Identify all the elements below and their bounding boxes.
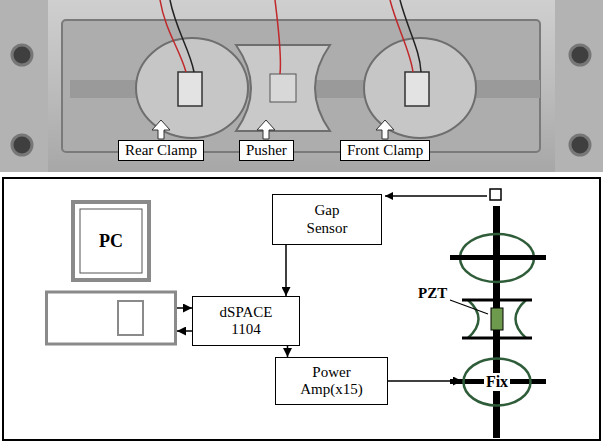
computer-icon: PC bbox=[45, 200, 177, 346]
computer-outline bbox=[45, 200, 177, 346]
signal-arrow bbox=[285, 245, 287, 296]
process-box: Power Amp(x15) bbox=[275, 357, 388, 405]
pzt-stack bbox=[270, 74, 296, 102]
bolt bbox=[12, 135, 32, 155]
bolt bbox=[12, 45, 32, 65]
wire bbox=[170, 0, 194, 72]
pusher-arc bbox=[516, 300, 527, 338]
signal-arrow bbox=[177, 307, 192, 309]
block-label: Power Amp(x15) bbox=[296, 364, 368, 399]
signal-arrow bbox=[388, 380, 462, 382]
clamp-ellipse bbox=[464, 359, 531, 406]
end-rail bbox=[555, 0, 603, 172]
end-rail bbox=[0, 0, 48, 172]
pointer-arrow bbox=[257, 120, 275, 139]
part-tag: Pusher bbox=[239, 140, 294, 161]
part-tag: Rear Clamp bbox=[118, 140, 204, 161]
rear-clamp-flexure bbox=[136, 38, 248, 138]
monitor-frame bbox=[73, 202, 149, 280]
part-name: Rear Clamp bbox=[125, 142, 197, 159]
block-label: dSPACE 1104 bbox=[210, 304, 282, 339]
pointer-arrow bbox=[152, 120, 170, 139]
wire bbox=[275, 0, 281, 74]
pusher-flexure bbox=[236, 45, 330, 131]
wire bbox=[400, 0, 421, 72]
stage-pocket bbox=[62, 20, 540, 152]
fixed-clamp-ellipse: Fix bbox=[462, 357, 532, 407]
pzt-element bbox=[491, 308, 503, 330]
part-label: PZT bbox=[418, 285, 447, 302]
sensor-head bbox=[490, 189, 501, 200]
pusher-arc bbox=[468, 300, 479, 338]
part-tag: Front Clamp bbox=[340, 140, 430, 161]
block-label: Fix bbox=[484, 373, 510, 391]
pointer-arrow bbox=[376, 120, 394, 139]
pusher-bar bbox=[462, 337, 532, 340]
wire bbox=[390, 0, 413, 72]
process-box: Gap Sensor bbox=[272, 194, 382, 245]
signal-arrow bbox=[287, 346, 289, 357]
clamp-pzt bbox=[405, 72, 429, 106]
computer-case bbox=[47, 292, 176, 344]
drive-bay bbox=[118, 301, 143, 335]
front-clamp-flexure bbox=[364, 38, 476, 138]
block-label: PC bbox=[73, 202, 149, 280]
block-label: Gap Sensor bbox=[300, 202, 354, 237]
pusher-bar bbox=[462, 299, 532, 302]
bolt bbox=[570, 45, 590, 65]
photo-ground bbox=[0, 0, 603, 172]
bolt bbox=[570, 135, 590, 155]
sensor-wire bbox=[385, 195, 487, 197]
part-name: Pusher bbox=[246, 142, 287, 159]
leader-line bbox=[450, 300, 488, 314]
clamp-pzt bbox=[178, 72, 202, 106]
clamp-bar bbox=[450, 255, 546, 260]
process-box: dSPACE 1104 bbox=[192, 296, 300, 346]
panel-border bbox=[3, 178, 600, 440]
signal-arrow bbox=[177, 330, 192, 332]
part-name: Front Clamp bbox=[347, 142, 423, 159]
